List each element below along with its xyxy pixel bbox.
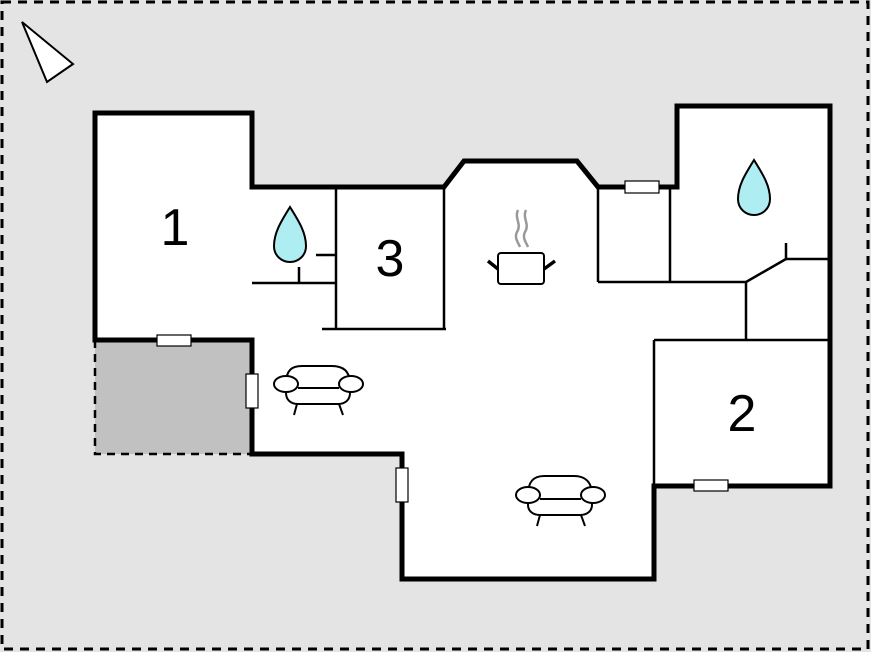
terrace [95, 340, 252, 454]
sofa-icon [515, 475, 606, 527]
bathroom-drop-icon [272, 205, 308, 264]
window [156, 334, 192, 347]
interior-walls [252, 187, 830, 486]
exterior-walls [92, 103, 833, 582]
window [624, 180, 660, 194]
window [693, 479, 729, 492]
window [395, 467, 409, 503]
room-label-3: 3 [375, 230, 405, 288]
house-floor [95, 106, 830, 579]
room-label-1: 1 [160, 199, 190, 257]
bathroom-drop-icon [736, 158, 772, 217]
north-arrow-icon [21, 21, 75, 84]
sofa-icon [273, 365, 364, 416]
windows [156, 180, 729, 503]
kitchen-pot-icon [486, 209, 557, 285]
window [245, 373, 259, 409]
room-label-2: 2 [727, 385, 757, 443]
terrace-dashed-edge [93, 340, 252, 456]
